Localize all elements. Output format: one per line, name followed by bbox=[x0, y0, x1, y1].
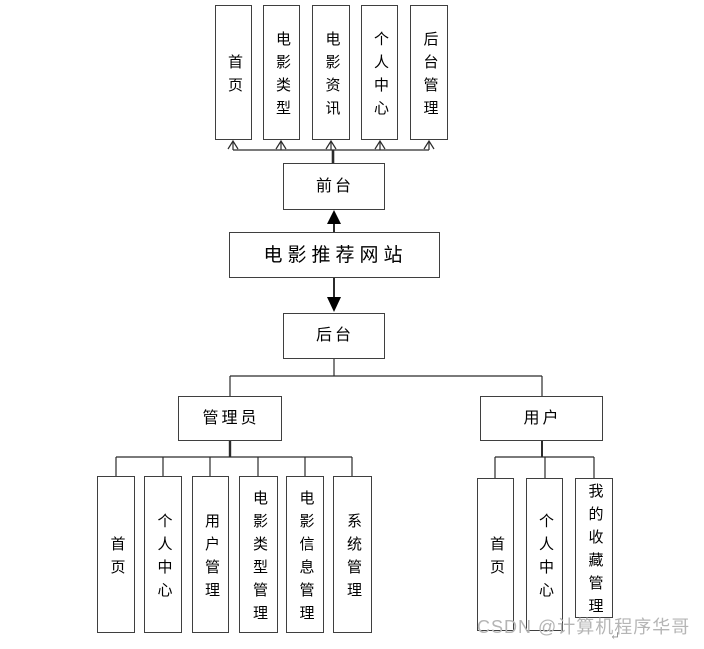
node-front-movie-news-label: 电影资讯 bbox=[323, 30, 340, 123]
node-admin-movie-type-manage-label: 电影类型管理 bbox=[251, 489, 267, 628]
node-admin-movie-info-manage: 电影信息管理 bbox=[286, 476, 324, 633]
node-user: 用户 bbox=[480, 396, 603, 441]
node-front-backstage-manage-label: 后台管理 bbox=[421, 30, 438, 123]
node-admin-movie-type-manage: 电影类型管理 bbox=[239, 476, 278, 633]
node-user-home: 首页 bbox=[477, 478, 514, 631]
node-root-label: 电影推荐网站 bbox=[263, 244, 408, 266]
return-mark-icon: ↵ bbox=[610, 629, 621, 643]
root-to-back-arrow bbox=[327, 278, 341, 312]
arrowhead-open-movie-type bbox=[275, 139, 287, 150]
arrowhead-open-movie-news bbox=[325, 139, 337, 150]
node-admin-user-manage-label: 用户管理 bbox=[203, 512, 219, 605]
node-user-label: 用户 bbox=[523, 409, 562, 427]
arrowhead-open-home bbox=[227, 139, 239, 150]
node-user-my-favorites-manage: 我的收藏管理 bbox=[575, 478, 613, 621]
arrowhead-open-personal-center bbox=[374, 139, 386, 150]
node-user-personal-center-label: 个人中心 bbox=[537, 512, 553, 605]
node-front-personal-center: 个人中心 bbox=[361, 5, 398, 140]
node-root: 电影推荐网站 bbox=[229, 232, 440, 278]
admin-fan-connector bbox=[115, 441, 353, 476]
user-fan-connector bbox=[494, 441, 595, 478]
node-front-personal-center-label: 个人中心 bbox=[372, 30, 388, 123]
node-user-my-favorites-manage-label: 我的收藏管理 bbox=[586, 483, 603, 621]
node-back: 后台 bbox=[283, 313, 385, 359]
node-admin-system-manage-label: 系统管理 bbox=[345, 512, 361, 605]
csdn-watermark: CSDN @计算机程序华哥 bbox=[477, 617, 691, 637]
node-admin-personal-center: 个人中心 bbox=[144, 476, 182, 633]
arrowhead-open-backstage bbox=[423, 139, 435, 150]
node-admin-system-manage: 系统管理 bbox=[333, 476, 372, 633]
node-admin-home-label: 首页 bbox=[108, 535, 125, 582]
node-front-movie-type: 电影类型 bbox=[263, 5, 300, 140]
node-admin-personal-center-label: 个人中心 bbox=[155, 512, 172, 605]
node-back-label: 后台 bbox=[315, 327, 354, 344]
node-user-home-label: 首页 bbox=[488, 535, 504, 582]
node-front-label: 前台 bbox=[315, 177, 354, 195]
root-to-front-arrow bbox=[327, 210, 341, 232]
node-front-home: 首页 bbox=[215, 5, 252, 140]
node-front: 前台 bbox=[283, 163, 385, 210]
node-admin-label: 管理员 bbox=[202, 409, 260, 427]
node-front-movie-news: 电影资讯 bbox=[312, 5, 350, 140]
node-front-backstage-manage: 后台管理 bbox=[410, 5, 448, 140]
node-user-personal-center: 个人中心 bbox=[526, 478, 563, 631]
node-admin: 管理员 bbox=[178, 396, 282, 441]
front-fan-connector bbox=[227, 139, 435, 163]
node-admin-user-manage: 用户管理 bbox=[192, 476, 229, 633]
node-front-home-label: 首页 bbox=[226, 53, 242, 100]
back-split-connector bbox=[229, 359, 543, 396]
node-admin-home: 首页 bbox=[97, 476, 135, 633]
node-front-movie-type-label: 电影类型 bbox=[274, 30, 290, 123]
node-admin-movie-info-manage-label: 电影信息管理 bbox=[297, 489, 314, 628]
